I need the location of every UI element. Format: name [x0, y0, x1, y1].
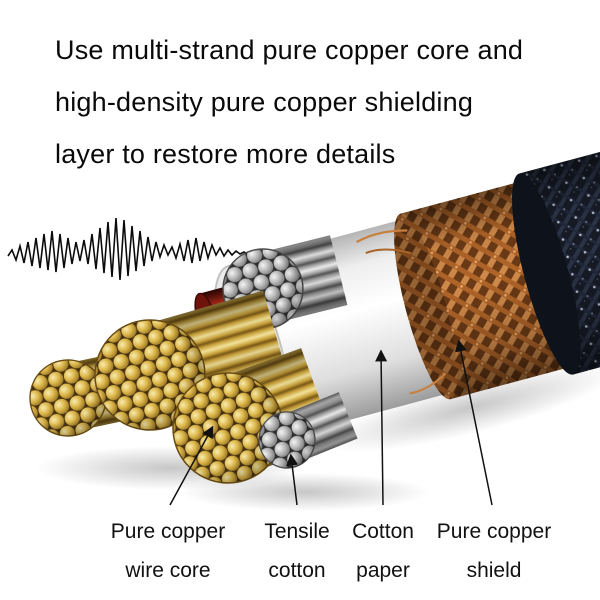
callout-label-line: Pure copper — [110, 520, 226, 543]
callout-label-line: cotton — [268, 559, 326, 582]
headline-line-1: Use multi-strand pure copper core and — [55, 35, 524, 65]
callout-label-line: Tensile — [264, 520, 330, 543]
callout-pure-copper-shield: Pure copper shield — [437, 512, 551, 590]
callout-arrows — [169, 339, 493, 506]
silver-strand-bundle-lower — [258, 392, 358, 469]
outer-jacket-braid — [512, 121, 600, 375]
callout-label-line: Pure copper — [436, 520, 552, 543]
audio-waveform-graphic — [7, 217, 249, 281]
callout-cotton-paper: Cotton paper — [352, 512, 414, 590]
arrow-tensile-cotton — [286, 453, 299, 506]
arrow-pure-copper-shield — [454, 339, 493, 506]
arrow-pure-copper-wire-core — [169, 425, 214, 506]
headline: Use multi-strand pure copper core and hi… — [55, 24, 575, 180]
silver-strand-bundle-top — [222, 235, 348, 330]
callout-tensile-cotton: Tensile cotton — [264, 512, 329, 590]
callout-label-line: paper — [356, 559, 410, 582]
callout-label-line: Cotton — [352, 520, 414, 543]
callout-pure-copper-wire-core: Pure copper wire core — [111, 512, 225, 590]
callout-label-line: wire core — [125, 559, 211, 582]
callout-label-line: shield — [466, 559, 522, 582]
headline-line-3: layer to restore more details — [55, 139, 396, 169]
headline-line-2: high-density pure copper shielding — [55, 87, 474, 117]
arrow-cotton-paper — [375, 349, 388, 506]
